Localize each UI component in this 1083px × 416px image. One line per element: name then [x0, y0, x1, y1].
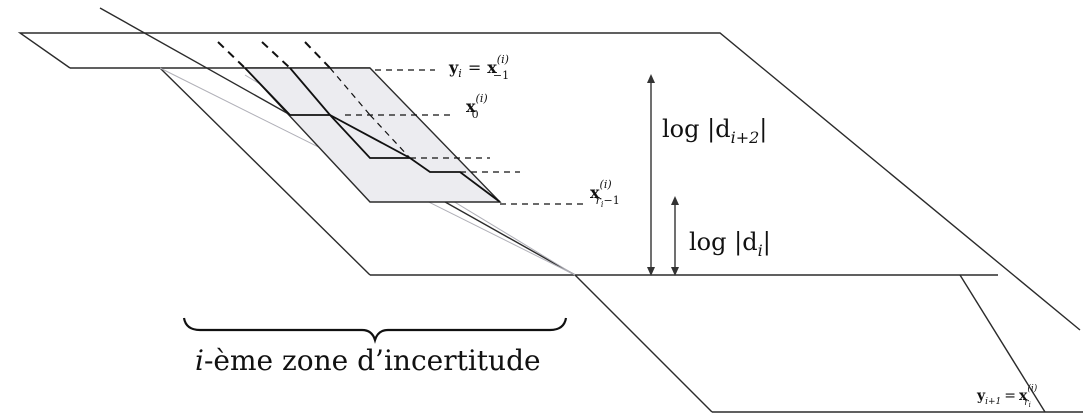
- dash-3: [304, 41, 331, 69]
- label-log-di: log |di|: [689, 228, 771, 260]
- right-diagonal-lower: [959, 274, 1046, 413]
- label-y-next: yi+1=x(i)ri: [976, 383, 1038, 409]
- arrow-log-di2-bottom: [647, 267, 655, 276]
- label-zone: i-ème zone d’incertitude: [195, 344, 541, 377]
- dash-2: [261, 41, 291, 69]
- staircase-path: [244, 67, 501, 203]
- arrow-log-di2-top: [647, 74, 655, 83]
- arrow-log-di-bottom: [671, 267, 679, 276]
- stair-diag-1: [289, 67, 331, 116]
- dash-1: [217, 41, 246, 69]
- label-log-di2: log |di+2|: [662, 115, 767, 147]
- left-diagonal: [159, 67, 371, 276]
- upper-plane-outline: [17, 32, 1081, 331]
- main-diagonal-lower: [574, 274, 713, 413]
- shaded-zone: [243, 67, 502, 203]
- arrow-log-di-top: [671, 196, 679, 205]
- label-xr: x(i)ri−1: [590, 178, 620, 209]
- zone-brace: [182, 317, 568, 344]
- label-y-i: yi=x(i)−1: [448, 53, 509, 82]
- dash-5: [369, 114, 411, 159]
- label-x0: x(i)0: [466, 92, 488, 121]
- stair-diag-2: [329, 114, 411, 159]
